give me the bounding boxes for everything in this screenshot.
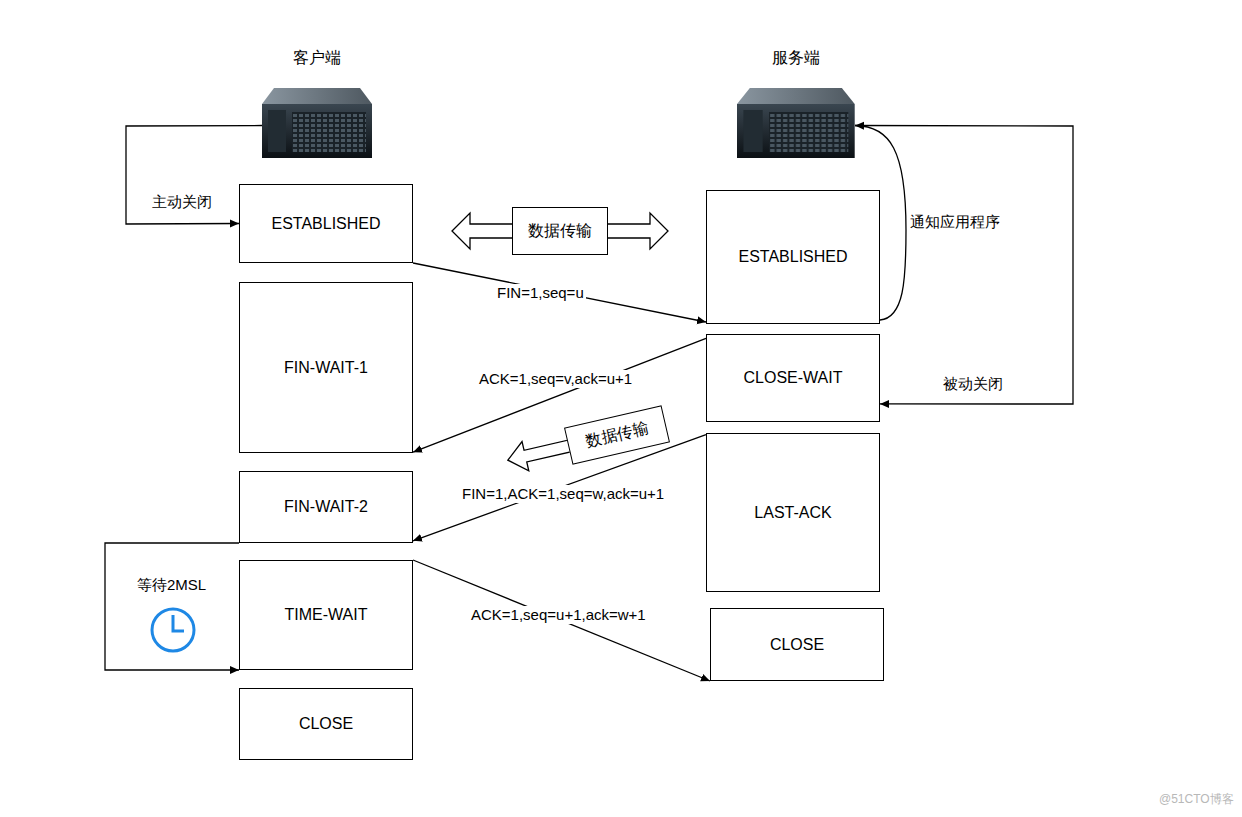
data-transfer-box: 数据传输 [512,207,608,255]
edge-label: 等待2MSL [135,576,208,594]
edge-label: ACK=1,seq=v,ack=u+1 [477,370,634,388]
state-box: TIME-WAIT [239,560,413,670]
message-arrow [413,560,710,681]
state-label: LAST-ACK [754,503,831,522]
device-label: 客户端 [293,48,341,67]
client-label: 客户端 [262,48,372,162]
state-box: ESTABLISHED [239,184,413,263]
state-box: FIN-WAIT-1 [239,282,413,453]
state-label: CLOSE [299,714,353,733]
server-label: 服务端 [737,48,855,162]
edge-label: 主动关闭 [150,193,214,211]
state-label: CLOSE [770,635,824,654]
state-box: CLOSE [710,608,884,681]
state-label: TIME-WAIT [285,605,368,624]
state-label: FIN-WAIT-1 [284,358,368,377]
state-label: 数据传输 [584,418,651,451]
state-box: FIN-WAIT-2 [239,471,413,543]
edge-label: 通知应用程序 [908,213,1002,231]
server-icon [737,88,855,158]
data-transfer-box: 数据传输 [564,405,670,465]
state-label: FIN-WAIT-2 [284,497,368,516]
message-arrow [413,435,706,541]
device-label: 服务端 [772,48,820,67]
state-label: CLOSE-WAIT [744,368,843,387]
message-arrow [105,543,239,670]
hollow-arrow [504,431,574,475]
state-label: ESTABLISHED [271,214,380,233]
state-box: CLOSE [239,688,413,760]
watermark: @51CTO博客 [1159,791,1234,808]
state-box: LAST-ACK [706,433,880,592]
state-box: ESTABLISHED [706,190,880,324]
state-box: CLOSE-WAIT [706,334,880,422]
state-label: ESTABLISHED [738,247,847,266]
clock-icon [152,609,194,651]
edge-label: FIN=1,seq=u [495,284,586,302]
state-label: 数据传输 [528,221,592,240]
edge-label: 被动关闭 [941,375,1005,393]
message-arrow [855,126,1073,404]
edge-label: ACK=1,seq=u+1,ack=w+1 [469,606,648,624]
server-icon [262,88,372,158]
edge-label: FIN=1,ACK=1,seq=w,ack=u+1 [460,485,666,503]
message-arrow [413,263,706,322]
